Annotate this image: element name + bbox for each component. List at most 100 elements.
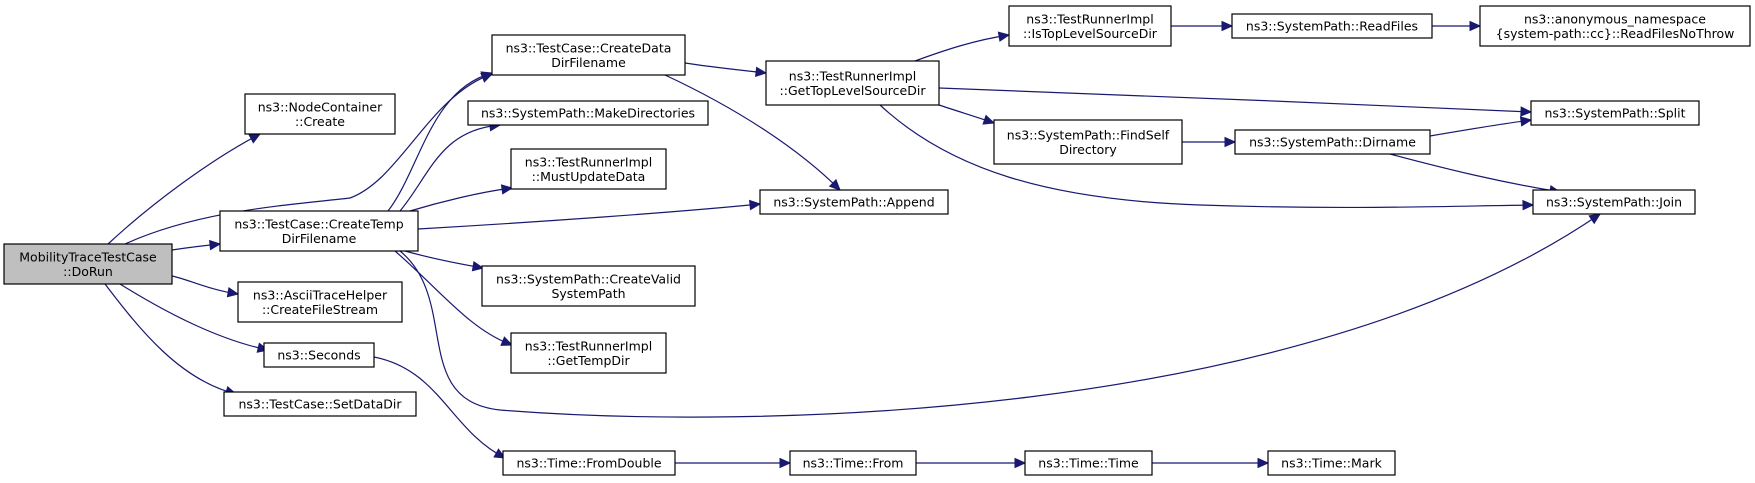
node-time[interactable]: ns3::Time::Time xyxy=(1024,450,1153,476)
edge-line xyxy=(107,133,261,245)
node-label-line: ns3::SystemPath::MakeDirectories xyxy=(481,106,695,121)
edge-arrowhead xyxy=(828,178,841,191)
edge-arrowhead xyxy=(500,336,514,346)
edge-arrowhead xyxy=(1520,106,1533,117)
node-label-line: ::GetTempDir xyxy=(547,353,630,368)
edge-line xyxy=(1389,153,1561,193)
node-join[interactable]: ns3::SystemPath::Join xyxy=(1532,189,1696,215)
node-dirname[interactable]: ns3::SystemPath::Dirname xyxy=(1234,129,1431,155)
node-box xyxy=(789,450,917,476)
edge-findself-to-dirname xyxy=(1182,136,1237,148)
edges-layer xyxy=(104,20,1602,469)
edge-line xyxy=(879,104,1534,209)
edge-arrowhead xyxy=(997,31,1011,42)
node-label-line: ns3::TestRunnerImpl xyxy=(1026,11,1153,26)
edge-dorun-to-setdatadir xyxy=(104,283,238,397)
node-fromdouble[interactable]: ns3::Time::FromDouble xyxy=(502,450,676,476)
node-box xyxy=(263,342,375,368)
node-nodecontainer-create[interactable]: ns3::NodeContainer::Create xyxy=(244,93,396,135)
node-readfiles[interactable]: ns3::SystemPath::ReadFiles xyxy=(1231,13,1433,39)
edge-line xyxy=(104,283,237,395)
node-readfilesnothrow[interactable]: ns3::anonymous_namespace{system-path::cc… xyxy=(1479,5,1751,47)
node-mark[interactable]: ns3::Time::Mark xyxy=(1267,450,1396,476)
node-box xyxy=(219,210,419,252)
node-label-line: ns3::TestCase::CreateData xyxy=(506,40,672,55)
edge-arrowhead xyxy=(471,260,485,272)
node-istoplevel[interactable]: ns3::TestRunnerImpl::IsTopLevelSourceDir xyxy=(1008,5,1172,47)
node-label-line: MobilityTraceTestCase xyxy=(19,249,157,264)
node-label-line: ns3::Seconds xyxy=(277,348,360,363)
node-label-line: ns3::TestCase::CreateTemp xyxy=(234,216,403,231)
node-label-line: SystemPath xyxy=(551,286,625,301)
edge-arrowhead xyxy=(226,287,240,298)
edge-arrowhead xyxy=(755,66,768,78)
edge-line xyxy=(399,213,1601,418)
node-mustupdatedata[interactable]: ns3::TestRunnerImpl::MustUpdateData xyxy=(510,148,667,190)
edge-fromdouble-to-from xyxy=(675,457,792,469)
node-box xyxy=(467,100,709,126)
node-label-line: ns3::SystemPath::Join xyxy=(1546,195,1682,210)
node-from[interactable]: ns3::Time::From xyxy=(789,450,917,476)
node-split[interactable]: ns3::SystemPath::Split xyxy=(1530,100,1700,126)
node-box xyxy=(502,450,676,476)
edge-from-to-time xyxy=(916,457,1027,469)
edge-line xyxy=(387,72,493,212)
edge-arrowhead xyxy=(1469,20,1482,32)
node-box xyxy=(223,391,417,417)
node-label-line: ns3::TestRunnerImpl xyxy=(789,68,916,83)
edge-line xyxy=(1429,119,1532,137)
node-setdatadir[interactable]: ns3::TestCase::SetDataDir xyxy=(223,391,417,417)
node-createfilestream[interactable]: ns3::AsciiTraceHelper::CreateFileStream xyxy=(237,281,403,323)
edge-createtempdir-to-createdatadir xyxy=(387,71,494,212)
node-box xyxy=(1532,189,1696,215)
edge-line xyxy=(417,203,761,230)
node-makedirectories[interactable]: ns3::SystemPath::MakeDirectories xyxy=(467,100,709,126)
edge-dirname-to-split xyxy=(1429,116,1533,137)
node-label-line: ns3::SystemPath::Dirname xyxy=(1249,135,1416,150)
edge-line xyxy=(914,34,1010,62)
node-label-line: ::DoRun xyxy=(63,264,113,279)
node-box xyxy=(1008,5,1172,47)
node-label-line: ns3::TestRunnerImpl xyxy=(525,154,652,169)
edge-arrowhead xyxy=(248,133,262,144)
node-label-line: ns3::Time::From xyxy=(803,456,904,471)
edge-createtempdir-to-mustupdatedata xyxy=(409,184,514,212)
node-box xyxy=(1530,100,1700,126)
node-seconds[interactable]: ns3::Seconds xyxy=(263,342,375,368)
node-label-line: ns3::Time::FromDouble xyxy=(516,456,661,471)
edge-createtempdir-to-makedirectories xyxy=(399,121,502,212)
node-label-line: ns3::SystemPath::CreateValid xyxy=(496,271,681,286)
node-gettempdir[interactable]: ns3::TestRunnerImpl::GetTempDir xyxy=(510,332,667,374)
node-box xyxy=(244,93,396,135)
node-label-line: ns3::SystemPath::ReadFiles xyxy=(1246,19,1418,34)
node-box xyxy=(759,189,949,215)
node-gettoplevel[interactable]: ns3::TestRunnerImpl::GetTopLevelSourceDi… xyxy=(765,60,940,106)
node-box xyxy=(481,265,696,307)
node-label-line: ::CreateFileStream xyxy=(262,302,378,317)
edge-dirname-to-join xyxy=(1389,153,1562,196)
edge-dorun-to-createtempdir xyxy=(171,239,222,251)
node-box xyxy=(1234,129,1431,155)
edge-arrowhead xyxy=(209,239,222,251)
node-box xyxy=(510,332,667,374)
node-box xyxy=(1267,450,1396,476)
node-label-line: ::GetTopLevelSourceDir xyxy=(780,83,927,98)
node-label-line: ns3::SystemPath::Append xyxy=(773,195,934,210)
node-label-line: ns3::anonymous_namespace xyxy=(1524,11,1706,26)
edge-line xyxy=(684,62,767,74)
edge-arrowhead xyxy=(493,448,507,459)
node-label-line: ns3::TestRunnerImpl xyxy=(525,338,652,353)
node-label-line: DirFilename xyxy=(551,55,626,70)
edge-line xyxy=(938,87,1532,113)
node-label-line: ns3::SystemPath::FindSelf xyxy=(1007,127,1170,142)
edge-createdatadir-to-append xyxy=(664,74,841,191)
edge-arrowhead xyxy=(1014,457,1027,469)
edge-line xyxy=(404,250,484,269)
node-box xyxy=(1479,5,1751,47)
node-append[interactable]: ns3::SystemPath::Append xyxy=(759,189,949,215)
